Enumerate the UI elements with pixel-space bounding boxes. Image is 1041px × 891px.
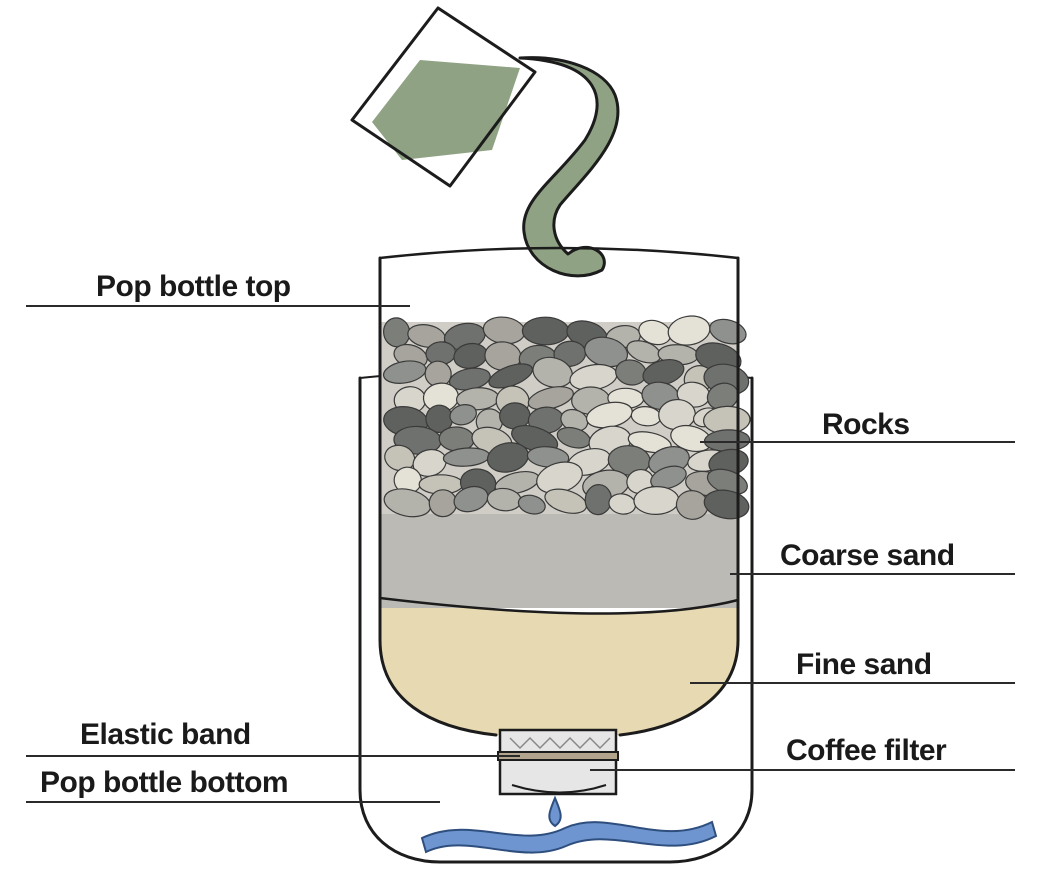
rock — [488, 363, 533, 389]
label-coarse-sand: Coarse sand — [780, 539, 955, 572]
rock — [517, 494, 546, 515]
rock — [633, 485, 680, 516]
rock — [449, 404, 477, 426]
glass-outline — [350, 6, 537, 188]
pouring-glass — [350, 6, 537, 188]
sand-divider — [379, 596, 739, 615]
label-pop-bottle-top: Pop bottle top — [96, 270, 291, 303]
rock — [650, 465, 687, 490]
pop-bottle-top-rim — [379, 246, 739, 260]
rock — [521, 316, 570, 346]
label-rocks: Rocks — [822, 408, 910, 441]
label-coffee-filter: Coffee filter — [786, 734, 947, 767]
coffee-filter — [498, 728, 618, 796]
dirty-water-stream — [518, 56, 620, 278]
rock — [428, 489, 458, 518]
coffee-filter-ruffle — [509, 736, 611, 750]
pop-bottle-top — [378, 256, 740, 737]
rock — [453, 485, 489, 513]
coffee-filter-bottom — [511, 784, 607, 794]
label-fine-sand: Fine sand — [796, 648, 932, 681]
water-drop — [548, 795, 562, 828]
label-elastic-band: Elastic band — [80, 718, 251, 751]
label-pop-bottle-bottom: Pop bottle bottom — [40, 766, 288, 799]
pop-bottle-bottom — [358, 376, 754, 864]
fine-sand-layer — [380, 598, 738, 735]
dirty-water-in-glass — [372, 60, 520, 160]
clean-water — [420, 820, 718, 854]
coarse-sand-layer — [380, 508, 738, 608]
